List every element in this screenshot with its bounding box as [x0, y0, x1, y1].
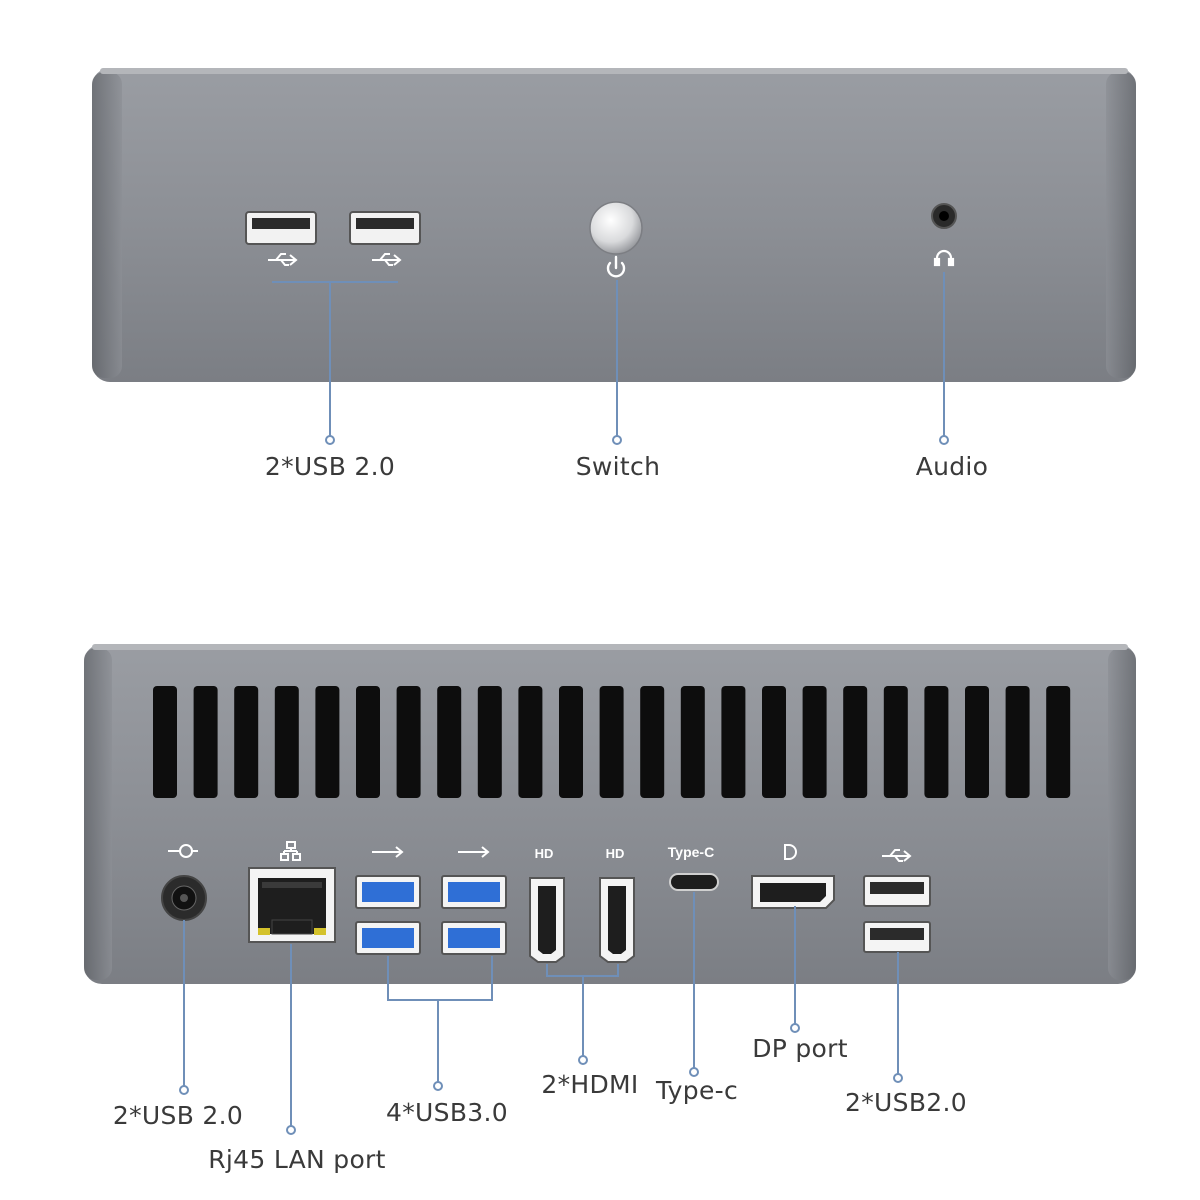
lan-port-label: Rj45 LAN port	[208, 1145, 386, 1174]
front-chassis-top-edge	[100, 68, 1128, 74]
usb-icon	[268, 253, 402, 266]
vent-slot	[965, 686, 989, 798]
vent-slot	[883, 686, 908, 798]
vent-slot	[518, 686, 543, 798]
usb3-port-3	[355, 921, 421, 955]
rj45-lan-port	[248, 867, 336, 943]
vent-slot	[924, 686, 949, 798]
front-usb-port-1	[245, 211, 317, 245]
rear-usb2-port-1	[863, 875, 931, 907]
vent-slot	[1005, 686, 1030, 798]
switch-label: Switch	[575, 452, 661, 481]
vent-slot	[477, 686, 502, 798]
rear-chassis-left-bevel	[84, 648, 112, 980]
front-callout-lines	[272, 272, 945, 436]
front-usb-port-2	[349, 211, 421, 245]
front-chassis-right-bevel	[1106, 72, 1136, 378]
vent-slot	[356, 686, 380, 798]
power-port-label: 2*USB 2.0	[112, 1101, 244, 1130]
vent-slot	[559, 686, 583, 798]
vent-slot	[437, 686, 462, 798]
dc-power-icon	[168, 844, 198, 858]
hdmi-label: 2*HDMI	[541, 1070, 639, 1099]
vent-slot	[802, 686, 827, 798]
vent-slot	[640, 686, 665, 798]
vent-slot	[762, 686, 786, 798]
front-usb-label: 2*USB 2.0	[264, 452, 396, 481]
network-icon	[280, 841, 301, 861]
displayport-icon	[784, 844, 797, 860]
vent-slot	[1046, 686, 1071, 798]
type-c-glyph: Type-C	[668, 844, 714, 860]
audio-label: Audio	[915, 452, 989, 481]
displayport	[751, 875, 835, 909]
front-callout-dots	[325, 435, 949, 445]
dp-port-label: DP port	[752, 1034, 848, 1063]
vent-slot	[234, 686, 259, 798]
vent-slot	[193, 686, 218, 798]
rear-usb-icon	[882, 849, 912, 862]
hdmi-port-2	[599, 877, 635, 963]
usb2-label: 2*USB2.0	[845, 1088, 967, 1117]
hdmi-port-1	[529, 877, 565, 963]
usb3-port-1	[355, 875, 421, 909]
front-panel	[92, 68, 1136, 445]
vent-slot	[153, 686, 177, 798]
vent-slot	[396, 686, 421, 798]
vent-slot	[721, 686, 746, 798]
headphone-icon	[933, 249, 955, 267]
vent-slot	[274, 686, 299, 798]
vent-slot	[843, 686, 868, 798]
vent-slot	[599, 686, 624, 798]
rear-chassis-right-bevel	[1108, 648, 1136, 980]
rear-panel: HD HD Type-C	[84, 644, 1136, 1135]
rear-usb2-port-2	[863, 921, 931, 953]
usb3-label: 4*USB3.0	[386, 1098, 508, 1127]
type-c-label: Type-c	[656, 1076, 738, 1105]
front-chassis-left-bevel	[92, 72, 122, 378]
usb3-port-4	[441, 921, 507, 955]
hdmi-glyph-2: HD	[606, 846, 625, 861]
rear-callout-dots	[179, 1023, 903, 1135]
power-icon	[606, 255, 626, 278]
vent-slot	[315, 686, 340, 798]
vent-grille	[153, 686, 1071, 798]
usb3-ss-icon	[372, 846, 490, 858]
type-c-port	[669, 873, 719, 891]
rear-callout-lines	[183, 892, 899, 1126]
power-button	[589, 201, 643, 255]
vent-slot	[680, 686, 705, 798]
usb3-port-2	[441, 875, 507, 909]
rear-chassis-top-edge	[92, 644, 1128, 650]
hdmi-glyph-1: HD	[535, 846, 554, 861]
